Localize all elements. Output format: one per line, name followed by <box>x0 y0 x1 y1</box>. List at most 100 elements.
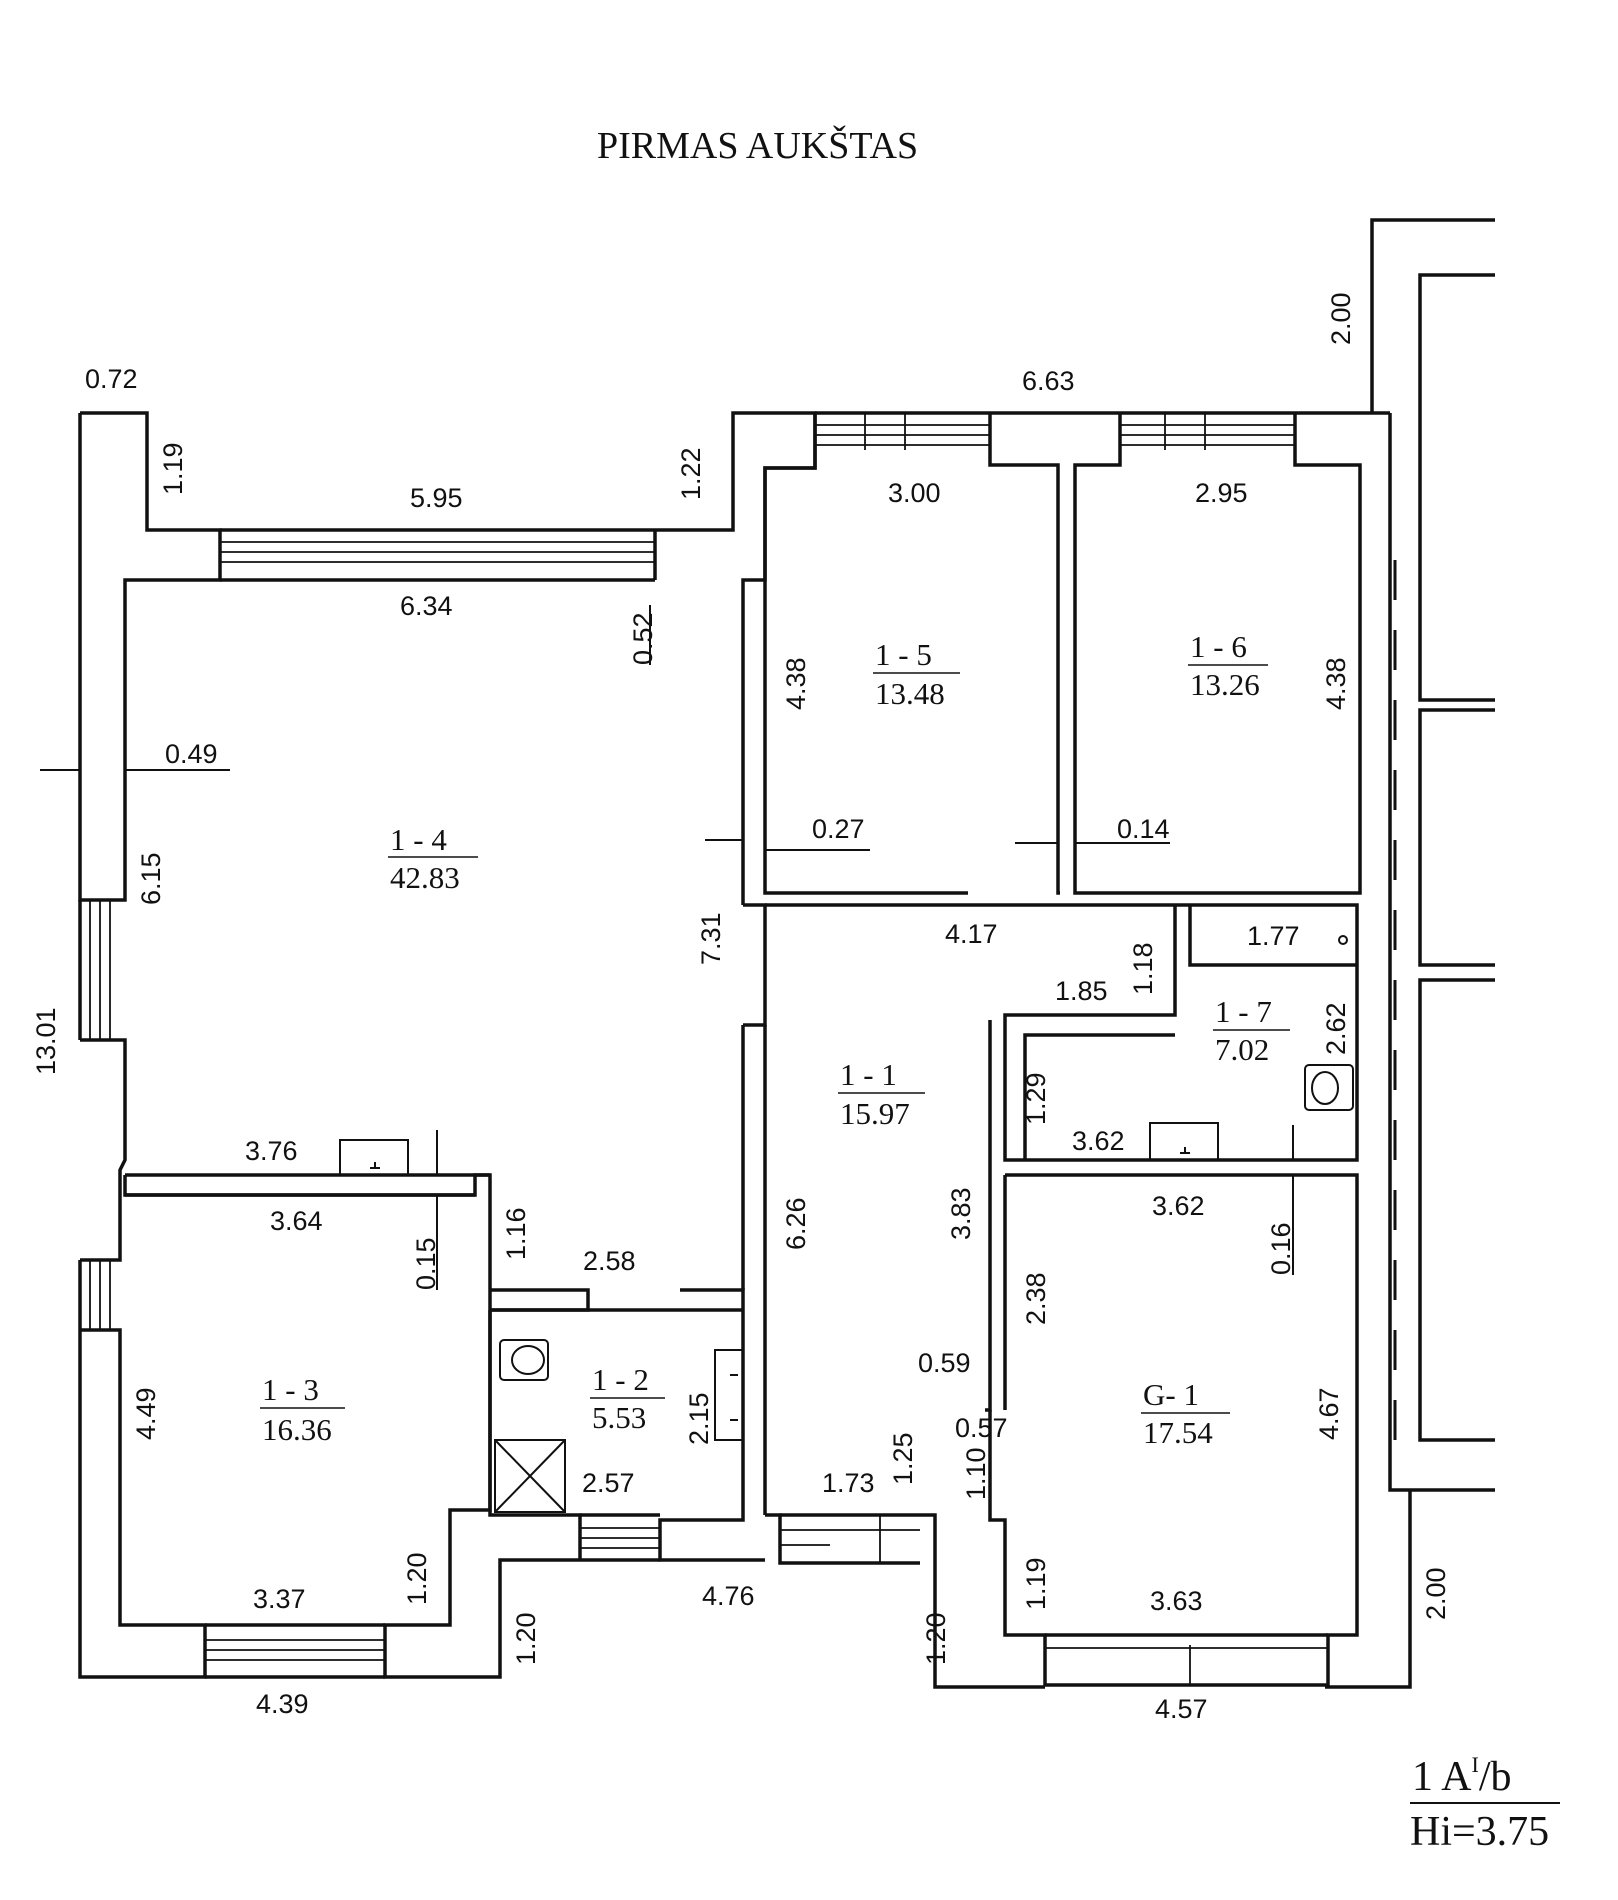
radiator-1-7 <box>1149 1122 1219 1161</box>
room-1-5-walls <box>763 413 968 895</box>
dimension-label: 2.58 <box>583 1246 636 1276</box>
dimension-label: 0.15 <box>411 1237 441 1290</box>
dimension-label: 6.63 <box>1022 366 1075 396</box>
dimension-label: 3.63 <box>1150 1586 1203 1616</box>
dimension-label: 2.38 <box>1021 1272 1051 1325</box>
dimension-label: 1.19 <box>1021 1557 1051 1610</box>
room-1-7-inner2 <box>1023 1033 1175 1160</box>
toilet-1-2 <box>499 1339 549 1381</box>
fixtures <box>339 935 1354 1513</box>
room-1-7-wall-left <box>985 1020 992 1412</box>
stamp-line2: Hi=3.75 <box>1410 1809 1549 1855</box>
dimension-label: 4.38 <box>781 657 811 710</box>
room-1-7-walls <box>1003 903 1359 1162</box>
dimension-label: 0.14 <box>1117 814 1170 844</box>
dimension-label: 1.22 <box>676 447 706 500</box>
outer-wall-right-column3 <box>1418 978 1495 1442</box>
drain-1-7 <box>1338 935 1348 945</box>
outer-wall-right-top <box>1370 218 1495 413</box>
dimension-arrows <box>40 605 1294 1290</box>
dimension-label: 3.62 <box>1152 1191 1205 1221</box>
room-label-1-6: 1 - 6 13.26 <box>1188 629 1268 702</box>
stamp-sup: I <box>1472 1752 1479 1777</box>
svg-text:13.48: 13.48 <box>875 676 945 711</box>
dimension-label: 2.00 <box>1421 1567 1451 1620</box>
svg-text:5.53: 5.53 <box>592 1400 646 1435</box>
dimension-label: 2.95 <box>1195 478 1248 508</box>
svg-text:15.97: 15.97 <box>840 1096 910 1131</box>
room-labels: 1 - 4 42.83 1 - 5 13.48 1 - 6 13.26 1 - … <box>260 629 1290 1450</box>
dimension-label: 1.29 <box>1021 1072 1051 1125</box>
walls <box>78 218 1495 1689</box>
dimension-label: 4.17 <box>945 919 998 949</box>
dimension-label: 3.37 <box>253 1584 306 1614</box>
dimension-label: 4.57 <box>1155 1694 1208 1724</box>
dimension-label: 3.00 <box>888 478 941 508</box>
outer-wall-left-lower <box>80 1038 127 1262</box>
outer-wall-right-column2 <box>1418 708 1495 967</box>
dimension-label: 4.49 <box>131 1387 161 1440</box>
svg-text:1 - 4: 1 - 4 <box>390 822 447 857</box>
svg-text:1 - 7: 1 - 7 <box>1215 994 1272 1029</box>
svg-text:1 - 1: 1 - 1 <box>840 1057 897 1092</box>
svg-text:7.02: 7.02 <box>1215 1032 1269 1067</box>
windows <box>89 413 1328 1685</box>
dimension-label: 1.20 <box>511 1612 541 1665</box>
svg-text:42.83: 42.83 <box>390 860 460 895</box>
dimension-label: 1.73 <box>822 1468 875 1498</box>
dimension-label: 4.76 <box>702 1581 755 1611</box>
dimension-label: 0.72 <box>85 364 138 394</box>
room-1-6-walls <box>1073 413 1362 895</box>
svg-text:17.54: 17.54 <box>1143 1415 1213 1450</box>
room-label-1-5: 1 - 5 13.48 <box>873 637 960 711</box>
room-1-5-right <box>988 413 1060 895</box>
dimension-label: 0.49 <box>165 739 218 769</box>
dimension-label: 6.26 <box>781 1197 811 1250</box>
dimension-label: 0.27 <box>812 814 865 844</box>
room-1-7-inner <box>1188 905 1357 967</box>
dimension-label: 5.95 <box>410 483 463 513</box>
dimension-label: 2.00 <box>1326 292 1356 345</box>
svg-text:1 - 2: 1 - 2 <box>592 1362 649 1397</box>
dimension-label: 1.18 <box>1128 942 1158 995</box>
outer-wall-left <box>78 411 222 902</box>
stamp-line1: 1 A <box>1412 1754 1472 1800</box>
outer-wall-right-lower <box>1325 1490 1412 1689</box>
dimension-label: 1.85 <box>1055 976 1108 1006</box>
toilet-1-7 <box>1304 1064 1354 1111</box>
dimension-label: 1.16 <box>501 1207 531 1260</box>
dimension-label: 1.19 <box>158 442 188 495</box>
dimension-label: 1.20 <box>402 1552 432 1605</box>
radiator-1-4 <box>339 1139 409 1176</box>
svg-text:G- 1: G- 1 <box>1143 1377 1199 1412</box>
dimension-label: 7.31 <box>696 912 726 965</box>
dimension-label: 0.57 <box>955 1413 1008 1443</box>
outer-wall-right-column <box>1418 273 1495 702</box>
dimension-label: 13.01 <box>31 1007 61 1075</box>
sink-1-2 <box>714 1349 744 1441</box>
dimension-label: 1.25 <box>888 1432 918 1485</box>
dimension-label: 4.39 <box>256 1689 309 1719</box>
room-g-1-walls <box>988 1173 1359 1687</box>
outer-wall-left-bottom <box>78 1328 207 1679</box>
entrance-walls2 <box>920 1513 1045 1689</box>
dimension-label: 0.52 <box>628 612 658 665</box>
svg-text:13.26: 13.26 <box>1190 667 1260 702</box>
room-label-1-3: 1 - 3 16.36 <box>260 1372 345 1447</box>
dimension-label: 4.67 <box>1314 1387 1344 1440</box>
svg-text:1 - 5: 1 - 5 <box>875 637 932 672</box>
room-label-1-4: 1 - 4 42.83 <box>388 822 478 895</box>
room-1-2-walls2 <box>658 1288 765 1562</box>
svg-text:1 AI/b: 1 AI/b <box>1412 1752 1512 1800</box>
dimension-label: 3.76 <box>245 1136 298 1166</box>
svg-text:1 - 3: 1 - 3 <box>262 1372 319 1407</box>
svg-text:16.36: 16.36 <box>262 1412 332 1447</box>
dimension-label: 0.16 <box>1266 1222 1296 1275</box>
dimension-label: 2.57 <box>582 1468 635 1498</box>
plan-title: PIRMAS AUKŠTAS <box>597 125 918 167</box>
room-label-g-1: G- 1 17.54 <box>1141 1377 1230 1450</box>
dimension-label: 6.34 <box>400 591 453 621</box>
stamp-line1-rest: /b <box>1479 1754 1512 1800</box>
entrance-walls <box>765 1513 920 1565</box>
